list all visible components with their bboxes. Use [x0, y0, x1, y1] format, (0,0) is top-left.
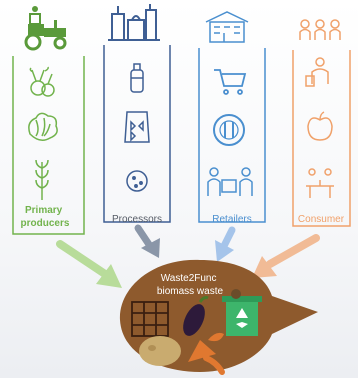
cookie-icon [126, 170, 148, 192]
producers-bracket [12, 56, 85, 235]
stage-label-consumer: Consumer [298, 214, 345, 225]
stage-consumer: Consumer [292, 19, 351, 227]
stage-label-retailers: Retailers [212, 214, 251, 225]
recycling-bin-icon [222, 289, 262, 336]
family-icon [299, 19, 341, 40]
delivery-people-icon [207, 167, 253, 196]
tractor-icon [24, 6, 67, 51]
eggplant-icon [183, 296, 209, 336]
arrow-retailers-to-hub [215, 226, 236, 262]
pasta-bag-icon [124, 111, 150, 143]
factory-icon [108, 4, 160, 41]
stage-label-primary-producers: Primary producers [21, 205, 70, 229]
lettuce-icon [28, 112, 58, 141]
shopping-person-icon [305, 57, 329, 87]
grid-tray-icon [131, 301, 169, 337]
stage-retailers: Retailers [198, 11, 266, 225]
stage-processors: Processors [103, 4, 171, 225]
retailers-bracket [198, 48, 266, 223]
wheat-icon [35, 159, 49, 200]
biomass-waste-hub: Waste2Func biomass waste [119, 259, 319, 375]
stage-primary-producers: Primary producers [12, 6, 85, 235]
processors-bracket [103, 45, 171, 223]
consumer-bracket [292, 50, 351, 227]
beetroot-icon [29, 66, 55, 97]
arrow-producers-to-hub [56, 240, 122, 288]
arrow-consumer-to-hub [252, 234, 320, 278]
store-icon [205, 11, 249, 43]
hub-title: Waste2Func biomass waste [157, 273, 224, 297]
stage-label-processors: Processors [112, 214, 162, 225]
plate-cutlery-icon [213, 114, 245, 146]
apple-icon [307, 111, 333, 141]
dining-table-icon [306, 168, 334, 198]
baby-bottle-icon [130, 63, 144, 93]
potato-icon [139, 336, 181, 366]
arrow-processors-to-hub [134, 224, 160, 258]
carrot-icon [188, 332, 225, 375]
shopping-cart-icon [214, 69, 247, 95]
